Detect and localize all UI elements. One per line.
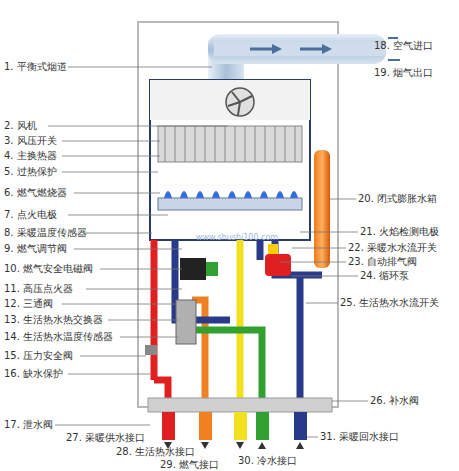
callout-label: 24. 循环泵 [360, 270, 409, 282]
connector-cold-water [256, 412, 269, 440]
watermark: www.shushi100.com [196, 232, 278, 244]
callout-label: 22. 采暖水水流开关 [348, 242, 437, 254]
callout-label: 2. 风机 [4, 120, 37, 132]
callout-label: 21. 火焰检测电极 [360, 226, 439, 238]
callout-label: 7. 点火电极 [4, 209, 57, 221]
connector-return [294, 412, 307, 440]
callout-label: 31. 采暖回水接口 [320, 431, 399, 443]
callout-label: 17. 泄水阀 [4, 419, 53, 431]
callout-label: 18. 空气进口 [374, 40, 433, 52]
flow-arrow-head [322, 44, 332, 54]
air-vent [268, 244, 278, 254]
flow-arrow [300, 48, 322, 51]
gas-burner [158, 198, 302, 210]
callout-label: 3. 风压开关 [4, 135, 57, 147]
fan-hood [150, 80, 310, 120]
callout-label: 13. 生活热水热交换器 [4, 314, 103, 326]
bottom-bar [148, 398, 332, 412]
callout-label: 23. 自动排气阀 [348, 256, 417, 268]
callout-label: 16. 缺水保护 [4, 368, 63, 380]
flue-horizontal [208, 34, 386, 64]
fan [226, 88, 254, 116]
callout-label: 29. 燃气接口 [160, 459, 219, 471]
callout-label: 30. 冷水接口 [238, 455, 297, 467]
connector-gas [234, 412, 247, 440]
callout-label: 11. 高压点火器 [4, 283, 73, 295]
circulation-pump [265, 254, 291, 276]
plate-exchanger [176, 300, 196, 344]
exchanger-fins [165, 126, 295, 162]
callout-label: 26. 补水阀 [370, 395, 419, 407]
callout-label: 10. 燃气安全电磁阀 [4, 263, 93, 275]
callout-label: 12. 三通阀 [4, 298, 53, 310]
gas-valve [180, 258, 206, 280]
fan-blades [228, 92, 252, 115]
flow-arrow [250, 48, 272, 51]
callout-label: 20. 闭式膨胀水箱 [358, 193, 437, 205]
expansion-tank [314, 150, 330, 268]
callout-label: 15. 压力安全阀 [4, 350, 73, 362]
callout-label: 9. 燃气调节阀 [4, 243, 67, 255]
callout-label: 27. 采暖供水接口 [66, 432, 145, 444]
connector-heating-supply [162, 412, 175, 440]
callout-label: 4. 主换热器 [4, 150, 57, 162]
flue-inner [214, 42, 386, 56]
leader-lines [48, 67, 368, 437]
main-heat-exchanger [158, 126, 302, 162]
callout-label: 19. 烟气出口 [374, 67, 433, 79]
combustion-chamber [150, 80, 310, 240]
callout-label: 1. 平衡式烟道 [4, 61, 67, 73]
safety-valve [145, 345, 157, 355]
callout-label: 8. 采暖温度传感器 [4, 227, 87, 239]
pump-pipe [257, 240, 264, 260]
connector-hot-water [199, 412, 212, 440]
burner-flames [164, 191, 298, 198]
callout-label: 5. 过热保护 [4, 166, 57, 178]
flow-arrow-head [272, 44, 282, 54]
callout-label: 25. 生活热水水流开关 [340, 297, 439, 309]
callout-label: 14. 生活热水温度传感器 [4, 331, 113, 343]
callout-label: 6. 燃气燃烧器 [4, 187, 67, 199]
solenoid-valve [206, 262, 218, 276]
callout-label: 28. 生活热水接口 [116, 446, 195, 458]
